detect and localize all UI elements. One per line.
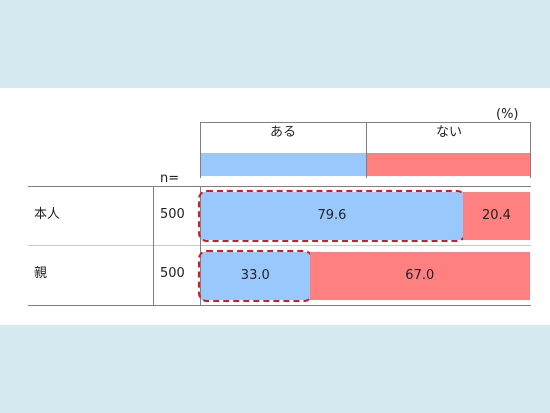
data-label-honnin-no: 20.4 — [481, 208, 511, 223]
bar-honnin-no — [462, 192, 530, 240]
header-top-border — [200, 122, 531, 123]
unit-label: (%) — [496, 107, 519, 122]
header-right-border — [530, 122, 531, 178]
bar-oya-yes — [201, 252, 310, 300]
legend-label-no: ない — [436, 125, 463, 140]
data-label-honnin-yes: 79.6 — [317, 208, 347, 223]
legend-swatch-no — [367, 153, 530, 176]
data-label-oya-yes: 33.0 — [240, 268, 270, 283]
legend-swatch-yes — [201, 153, 366, 176]
label-column-divider — [153, 186, 154, 306]
legend-label-yes: ある — [270, 125, 297, 140]
header-divider — [366, 122, 367, 178]
header-left-border — [200, 122, 201, 178]
n-value-honnin: 500 — [160, 207, 185, 222]
bar-oya-no — [309, 252, 530, 300]
row-label-honnin: 本人 — [34, 207, 61, 222]
bar-axis-line — [200, 186, 201, 306]
data-label-oya-no: 67.0 — [405, 268, 435, 283]
row-label-oya: 親 — [34, 266, 48, 281]
bar-honnin-yes — [201, 192, 463, 240]
n-label: n= — [160, 171, 180, 186]
table-top-border — [28, 186, 531, 187]
highlight-box-honnin — [198, 190, 466, 242]
n-value-oya: 500 — [160, 266, 185, 281]
row-divider — [28, 245, 531, 246]
table-bottom-border — [28, 305, 531, 306]
highlight-box-oya — [198, 250, 313, 302]
